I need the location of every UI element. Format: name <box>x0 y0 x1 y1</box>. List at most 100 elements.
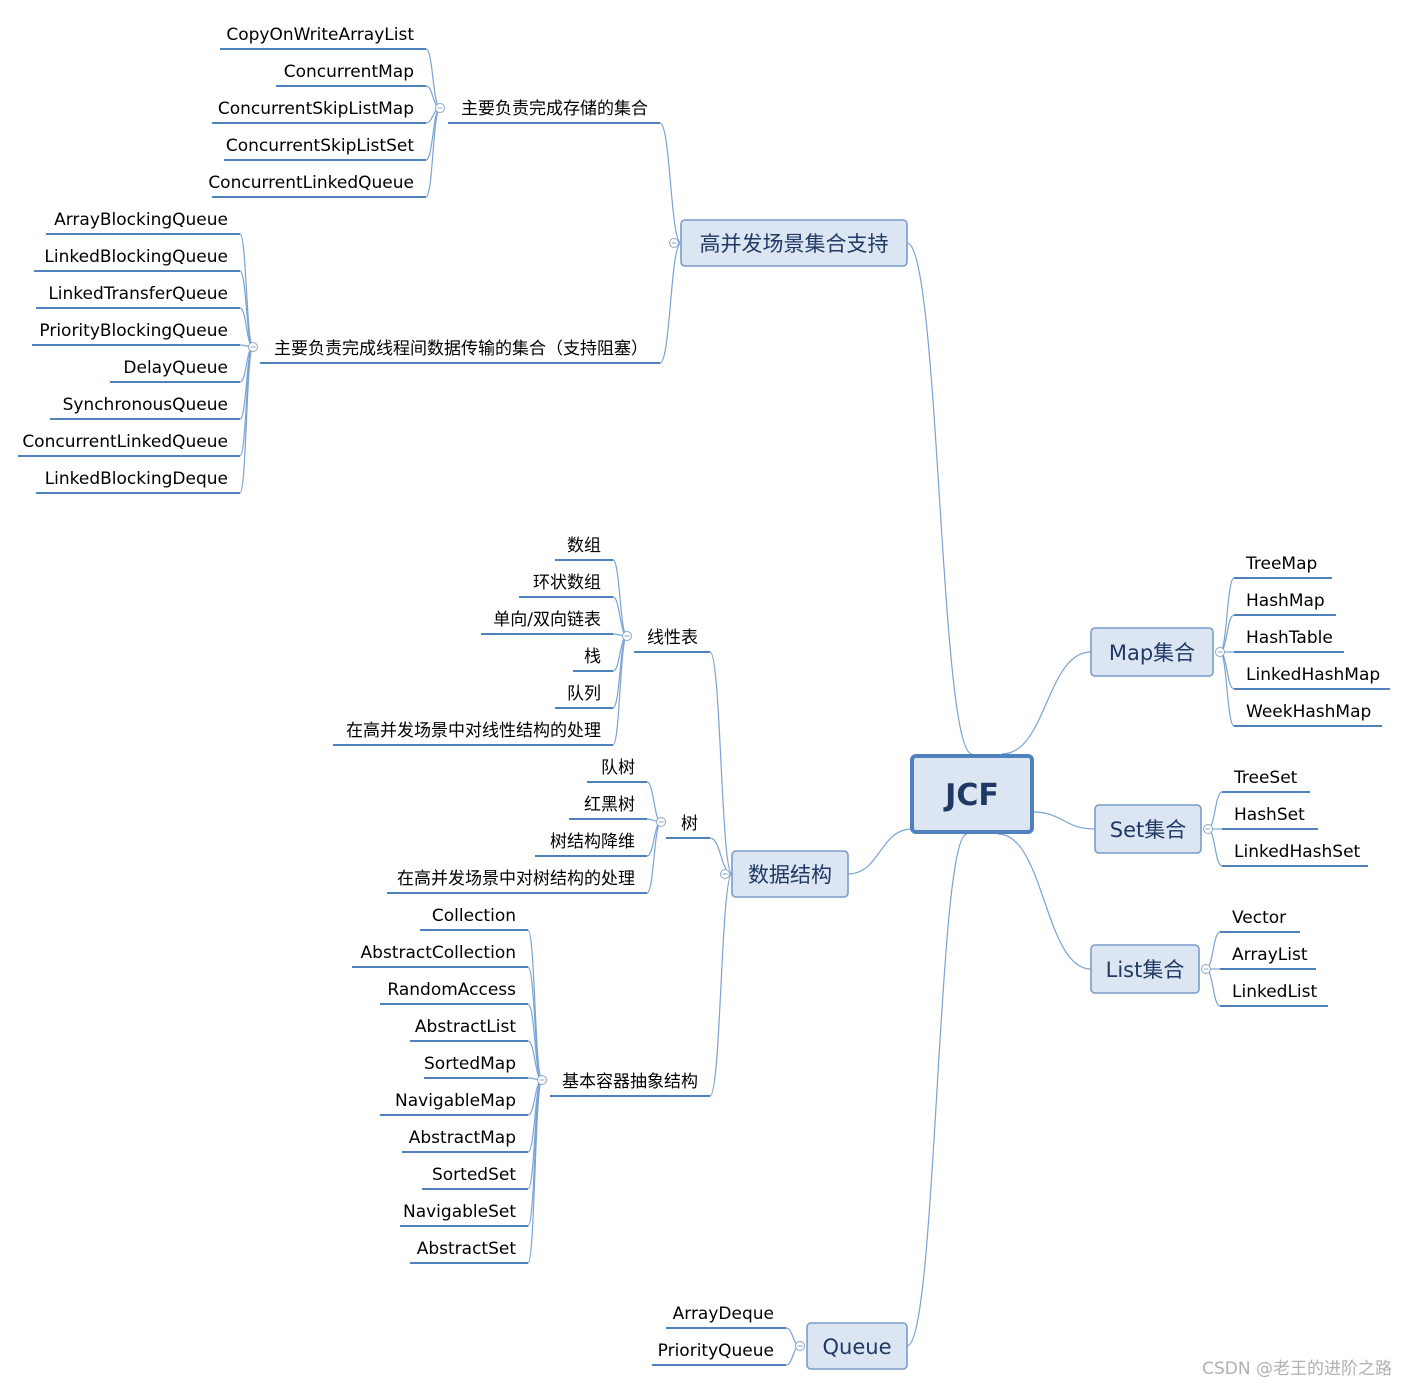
list-item: Vector <box>1232 908 1286 928</box>
list-node-box <box>1090 944 1200 994</box>
root-connector <box>906 833 968 1347</box>
storage-item: ConcurrentMap <box>284 62 414 82</box>
queue-node-box <box>806 1322 908 1370</box>
set-item: HashSet <box>1234 805 1305 825</box>
list-item: LinkedList <box>1232 982 1318 1002</box>
collapse-toggle-icon[interactable] <box>1215 647 1225 657</box>
linear-item: 栈 <box>584 647 601 667</box>
transfer-group-label: 主要负责完成线程间数据传输的集合（支持阻塞） <box>274 339 648 359</box>
map-node-box <box>1090 627 1214 677</box>
storage-item: CopyOnWriteArrayList <box>226 25 414 45</box>
data-structure-node: 数据结构 <box>748 863 832 887</box>
concurrent-node-box <box>680 219 908 267</box>
collapse-toggle-icon[interactable] <box>248 342 258 352</box>
transfer-item: SynchronousQueue <box>63 395 228 415</box>
watermark: CSDN @老王的进阶之路 <box>1202 1359 1392 1379</box>
tree-item: 队树 <box>601 758 635 778</box>
collapse-toggle-icon[interactable] <box>669 238 679 248</box>
storage-connector <box>425 107 441 198</box>
abstract-item: SortedSet <box>432 1165 516 1185</box>
root-connector <box>847 828 913 875</box>
tree-item: 在高并发场景中对树结构的处理 <box>397 869 635 889</box>
tree-group-label: 树 <box>681 814 698 834</box>
sub-connector <box>709 651 733 875</box>
map-item: HashTable <box>1246 628 1333 648</box>
abstract-item: RandomAccess <box>387 980 516 1000</box>
root-connector <box>997 833 1092 970</box>
abstract-item: Collection <box>432 906 516 926</box>
linear-item: 队列 <box>567 684 601 704</box>
linear-item: 单向/双向链表 <box>493 610 601 630</box>
abstract-item: SortedMap <box>424 1054 516 1074</box>
transfer-connector <box>239 346 254 494</box>
set-connector <box>1207 828 1223 867</box>
set-item: TreeSet <box>1233 768 1298 788</box>
transfer-item: ConcurrentLinkedQueue <box>22 432 228 452</box>
list-node: List集合 <box>1106 958 1185 982</box>
root-connector <box>1001 651 1092 755</box>
sub-connector <box>659 122 682 244</box>
transfer-item: LinkedBlockingQueue <box>44 247 228 267</box>
map-connector <box>1219 577 1235 653</box>
collapse-toggle-icon[interactable] <box>656 817 666 827</box>
abstract-connector <box>527 1079 543 1264</box>
tree-connector <box>646 781 662 823</box>
tree-item: 树结构降维 <box>550 832 635 852</box>
data-structure-node-box <box>731 850 849 898</box>
root-connector <box>906 242 973 755</box>
root-node-box <box>910 754 1034 834</box>
collapse-toggle-icon[interactable] <box>622 631 632 641</box>
map-item: HashMap <box>1246 591 1325 611</box>
linear-group-label: 线性表 <box>647 628 698 648</box>
collapse-toggle-icon[interactable] <box>795 1341 805 1351</box>
map-item: WeekHashMap <box>1246 702 1371 722</box>
list-item: ArrayList <box>1232 945 1308 965</box>
tree-connector <box>646 821 662 894</box>
abstract-item: NavigableSet <box>403 1202 516 1222</box>
list-connector <box>1205 968 1221 1007</box>
linear-item: 数组 <box>567 536 601 556</box>
collapse-toggle-icon[interactable] <box>1203 824 1213 834</box>
transfer-item: PriorityBlockingQueue <box>39 321 228 341</box>
root-connector <box>1031 811 1096 830</box>
storage-item: ConcurrentSkipListMap <box>218 99 414 119</box>
linear-item: 环状数组 <box>533 573 601 593</box>
abstract-item: NavigableMap <box>395 1091 516 1111</box>
sub-connector <box>709 873 733 1097</box>
abstract-connector <box>527 1079 543 1227</box>
tree-connector <box>646 821 662 857</box>
map-node: Map集合 <box>1109 641 1195 665</box>
transfer-item: LinkedBlockingDeque <box>45 469 228 489</box>
abstract-item: AbstractMap <box>409 1128 516 1148</box>
sub-connector <box>659 242 682 364</box>
abstract-item: AbstractCollection <box>361 943 516 963</box>
collapse-toggle-icon[interactable] <box>435 103 445 113</box>
transfer-item: DelayQueue <box>123 358 228 378</box>
queue-item: ArrayDeque <box>673 1304 774 1324</box>
storage-connector <box>425 48 441 109</box>
storage-item: ConcurrentSkipListSet <box>226 136 414 156</box>
map-item: LinkedHashMap <box>1246 665 1380 685</box>
storage-group-label: 主要负责完成存储的集合 <box>461 99 648 119</box>
storage-item: ConcurrentLinkedQueue <box>208 173 414 193</box>
sub-connector <box>709 837 733 875</box>
collapse-toggle-icon[interactable] <box>720 869 730 879</box>
abstract-group-label: 基本容器抽象结构 <box>562 1072 698 1092</box>
concurrent-node: 高并发场景集合支持 <box>700 232 889 256</box>
abstract-item: AbstractSet <box>417 1239 517 1259</box>
map-connector <box>1219 651 1235 727</box>
set-item: LinkedHashSet <box>1234 842 1361 862</box>
transfer-item: ArrayBlockingQueue <box>54 210 228 230</box>
queue-item: PriorityQueue <box>658 1341 774 1361</box>
transfer-item: LinkedTransferQueue <box>48 284 228 304</box>
set-node: Set集合 <box>1110 818 1186 842</box>
root-node: JCF <box>943 778 999 813</box>
abstract-item: AbstractList <box>415 1017 516 1037</box>
map-item: TreeMap <box>1245 554 1317 574</box>
set-connector <box>1207 791 1223 830</box>
collapse-toggle-icon[interactable] <box>537 1075 547 1085</box>
collapse-toggle-icon[interactable] <box>1201 964 1211 974</box>
set-node-box <box>1094 804 1202 854</box>
tree-item: 红黑树 <box>584 795 635 815</box>
